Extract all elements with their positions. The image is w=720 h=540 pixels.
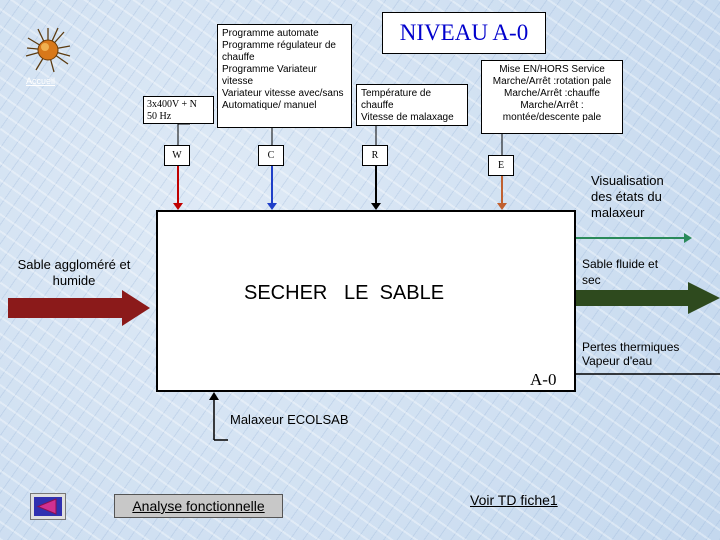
input-label: Sable aggloméré et humide bbox=[4, 257, 144, 289]
control-w: W bbox=[164, 145, 190, 166]
back-arrow-icon bbox=[31, 494, 65, 519]
analysis-link-button[interactable]: Analyse fonctionnelle bbox=[114, 494, 283, 518]
mechanism-label: Malaxeur ECOLSAB bbox=[230, 412, 349, 427]
output-label: Sable fluide et sec bbox=[582, 256, 658, 288]
input-arrow bbox=[8, 290, 150, 326]
function-label: SECHER LE SABLE bbox=[244, 282, 444, 305]
losses-label: Pertes thermiques Vapeur d'eau bbox=[582, 340, 679, 368]
back-button[interactable] bbox=[30, 493, 66, 520]
control-e: E bbox=[488, 155, 514, 176]
td-link[interactable]: Voir TD fiche1 bbox=[470, 492, 558, 508]
control-r: R bbox=[362, 145, 388, 166]
analysis-link-label: Analyse fonctionnelle bbox=[132, 498, 264, 514]
control-c: C bbox=[258, 145, 284, 166]
box-id-label: A-0 bbox=[530, 370, 556, 390]
visualisation-label: Visualisation des états du malaxeur bbox=[591, 173, 664, 221]
